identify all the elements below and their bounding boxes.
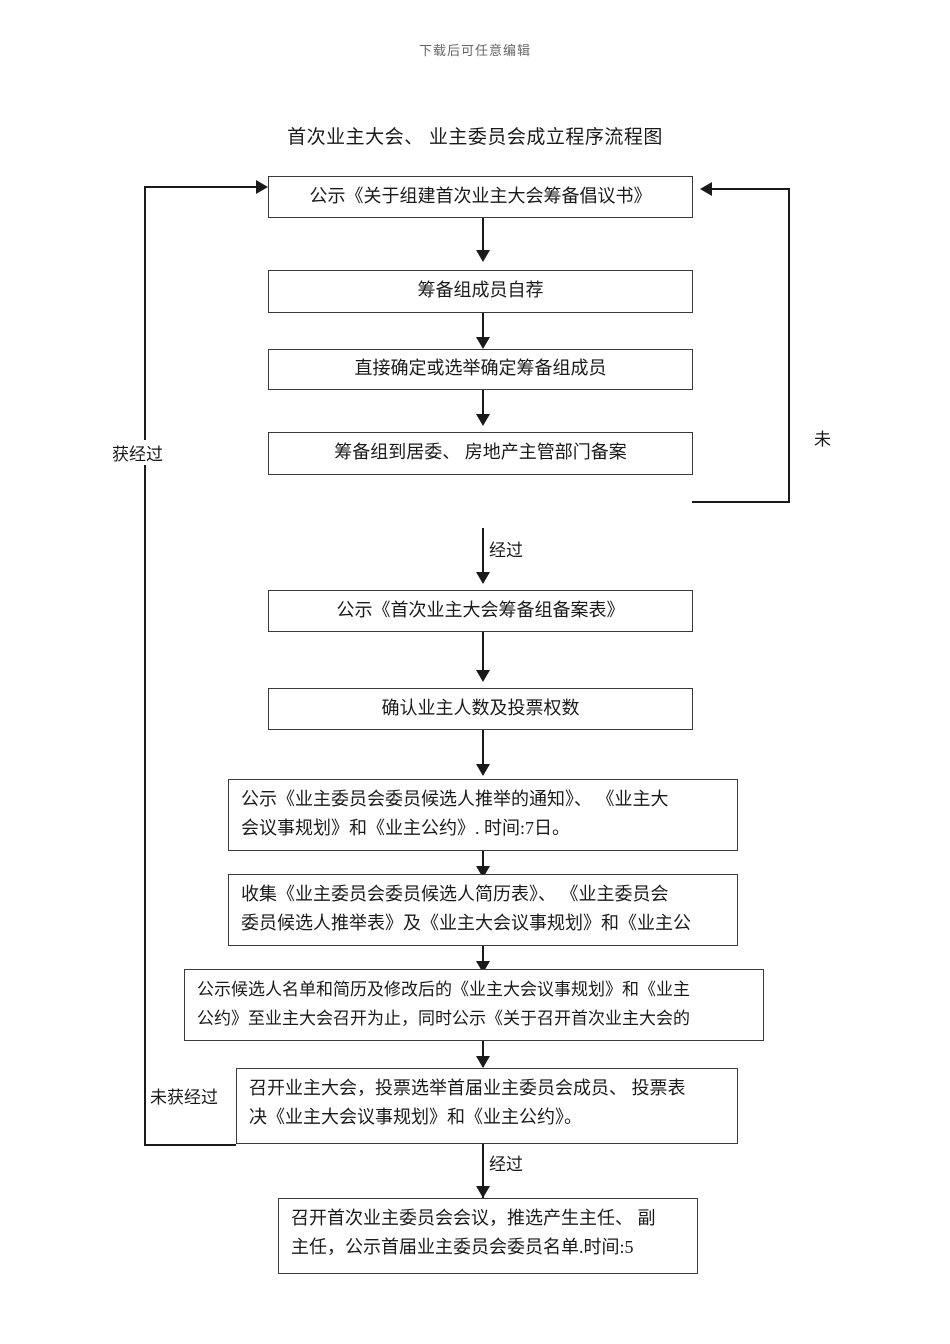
edge-label-left-top: 获经过 <box>110 440 165 465</box>
edge-n4-n5-arrowhead <box>476 572 490 584</box>
edge-n10-n11-arrowhead <box>476 1186 490 1198</box>
watermark-header: 下载后可任意编辑 <box>418 43 531 58</box>
edge-label-mid-pass: 经过 <box>487 536 525 561</box>
flow-node-n1: 公示《关于组建首次业主大会筹备倡议书》 <box>268 176 693 218</box>
edge-n5-n6-arrowhead <box>476 670 490 682</box>
flow-node-n11-line-2: 主任，公示首届业主委员会委员名单.时间:5 <box>291 1237 634 1257</box>
flow-node-n10-line-2: 决《业主大会议事规划》和《业主公约》。 <box>249 1107 582 1127</box>
flow-node-n11: 召开首次业主委员会会议，推选产生主任、 副 主任，公示首届业主委员会委员名单.时… <box>278 1198 698 1274</box>
edge-left-feedback-arrowhead <box>256 180 268 194</box>
edge-n8-n9-line <box>482 946 484 972</box>
flow-node-n5-line-1: 公示《首次业主大会筹备组备案表》 <box>336 600 625 620</box>
edge-n5-n6-line <box>482 632 484 678</box>
edge-left-feedback-vertical <box>144 186 146 1146</box>
flow-node-n2-line-1: 筹备组成员自荐 <box>417 280 544 300</box>
flow-node-n11-line-1: 召开首次业主委员会会议，推选产生主任、 副 <box>291 1208 656 1228</box>
page-title: 首次业主大会、 业主委员会成立程序流程图 <box>287 127 663 148</box>
edge-n9-n10-arrowhead <box>476 1056 490 1068</box>
edge-left-bottom-horizontal <box>144 1144 236 1146</box>
flow-node-n10-line-1: 召开业主大会，投票选举首届业主委员会成员、 投票表 <box>249 1078 686 1098</box>
edge-right-feedback-vertical <box>788 188 790 502</box>
edge-n2-n3-arrowhead <box>476 337 490 349</box>
edge-n9-n10-line <box>482 1041 484 1067</box>
flow-node-n7-line-1: 公示《业主委员会委员候选人推举的通知》、 《业主大 <box>241 789 669 809</box>
flow-node-n8-line-2: 委员候选人推举表》及《业主大会议事规划》和《业主公 <box>241 913 691 933</box>
flow-node-n1-line-1: 公示《关于组建首次业主大会筹备倡议书》 <box>309 186 652 206</box>
edge-left-feedback-horizontal <box>144 186 256 188</box>
edge-right-feedback-arrowhead <box>700 182 712 196</box>
edge-right-bottom-horizontal <box>692 501 790 503</box>
flow-node-n6-line-1: 确认业主人数及投票权数 <box>381 698 580 718</box>
edge-n1-n2-arrowhead <box>476 250 490 262</box>
flow-node-n6: 确认业主人数及投票权数 <box>268 688 693 730</box>
edge-n2-n3-line <box>482 313 484 345</box>
edge-n1-n2-line <box>482 218 484 258</box>
edge-n6-n7-arrowhead <box>476 764 490 776</box>
flow-node-n8-line-1: 收集《业主委员会委员候选人简历表》、 《业主委员会 <box>241 884 669 904</box>
flow-node-n9: 公示候选人名单和简历及修改后的《业主大会议事规划》和《业主 公约》至业主大会召开… <box>184 969 764 1041</box>
flow-node-n3-line-1: 直接确定或选举确定筹备组成员 <box>354 358 607 378</box>
edge-n10-n11-line <box>482 1144 484 1198</box>
edge-n6-n7-line <box>482 730 484 772</box>
edge-label-bottom-pass: 经过 <box>487 1150 525 1175</box>
flow-node-n4: 筹备组到居委、 房地产主管部门备案 <box>268 432 693 475</box>
flow-node-n10: 召开业主大会，投票选举首届业主委员会成员、 投票表 决《业主大会议事规划》和《业… <box>236 1068 738 1144</box>
flow-node-n5: 公示《首次业主大会筹备组备案表》 <box>268 590 693 632</box>
edge-n3-n4-line <box>482 390 484 422</box>
flow-node-n7-line-2: 会议事规划》和《业主公约》. 时间:7日。 <box>241 818 570 838</box>
flow-node-n4-line-1: 筹备组到居委、 房地产主管部门备案 <box>334 442 627 462</box>
edge-right-feedback-horizontal <box>712 188 790 190</box>
flow-node-n9-line-2: 公约》至业主大会召开为止，同时公示《关于召开首次业主大会的 <box>197 1009 690 1028</box>
edge-n3-n4-arrowhead <box>476 414 490 426</box>
flow-node-n9-line-1: 公示候选人名单和简历及修改后的《业主大会议事规划》和《业主 <box>197 980 690 999</box>
edge-label-left-bottom: 未获经过 <box>148 1083 220 1108</box>
flow-node-n7: 公示《业主委员会委员候选人推举的通知》、 《业主大 会议事规划》和《业主公约》.… <box>228 779 738 851</box>
edge-n7-n8-line <box>482 851 484 877</box>
flow-node-n3: 直接确定或选举确定筹备组成员 <box>268 349 693 390</box>
edge-label-right-top: 未 <box>812 425 833 450</box>
flow-node-n2: 筹备组成员自荐 <box>268 270 693 313</box>
flow-node-n8: 收集《业主委员会委员候选人简历表》、 《业主委员会 委员候选人推举表》及《业主大… <box>228 874 738 946</box>
edge-n4-n5-line <box>482 528 484 580</box>
